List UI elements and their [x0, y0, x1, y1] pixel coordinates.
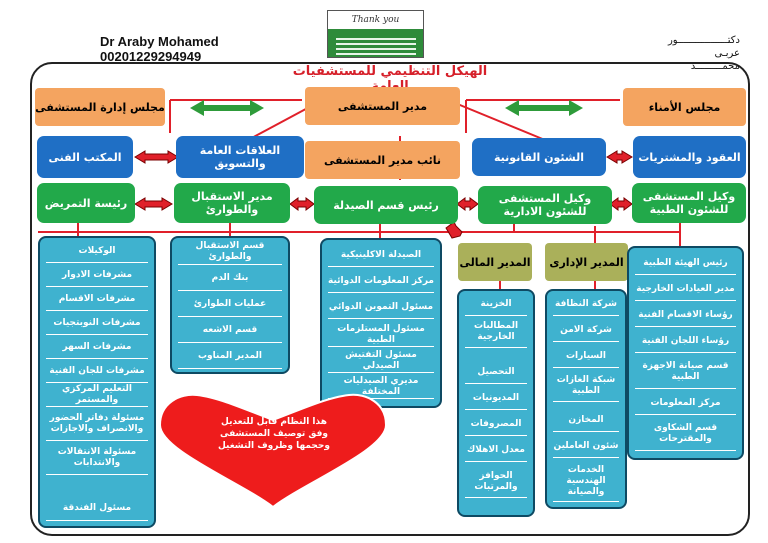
- pharmacy-head-label: رئيس قسم الصيدلة: [333, 198, 439, 212]
- list-item: الحوافز والمرتبات: [465, 467, 527, 498]
- author-phone: 00201229294949: [100, 49, 202, 64]
- legal-affairs-label: الشئون القانونية: [494, 150, 584, 164]
- pharmacy-column: الصيدلة الاكلينيكية مركز المعلومات الدوا…: [320, 238, 442, 408]
- hospital-board-box: مجلس إدارة المستشفى: [35, 88, 165, 126]
- chart-frame: [30, 62, 750, 536]
- card-heading: Thank you: [328, 11, 423, 29]
- admin-deputy-box: وكيل المستشفى للشئون الادارية: [478, 186, 612, 224]
- list-item: معدل الاهلاك: [465, 439, 527, 462]
- medical-deputy-label: وكيل المستشفى للشئون الطبية: [642, 190, 736, 216]
- head-nurse-box: رئيسة التمريض: [37, 183, 135, 223]
- signature-line-2: عربـى محمـــــــــد: [690, 48, 740, 72]
- finance-column: الخزينة المطالبات الخارجية التحصيل المدي…: [457, 289, 535, 517]
- list-item: مديري الصيدليات المختلفة: [328, 376, 434, 399]
- trustees-board-label: مجلس الأمناء: [648, 100, 721, 114]
- list-item: الخزينة: [465, 293, 527, 316]
- signature-block: دكتـــــــــــــــــور عربـى محمــــــــ…: [667, 34, 740, 73]
- list-item: مشرفات النوبتجيات: [46, 312, 148, 335]
- list-item: مسئول المستلزمات الطبية: [328, 324, 434, 347]
- list-item: شركة الامن: [553, 319, 619, 342]
- list-item: عمليات الطوارئ: [178, 292, 282, 317]
- trustees-board-box: مجلس الأمناء: [623, 88, 746, 126]
- list-item: مشرفات الاقسام: [46, 288, 148, 311]
- heart-note: هذا النظام قابل للتعديل وفق توصيف المستش…: [218, 417, 330, 451]
- card-lines: [336, 35, 416, 58]
- list-item: مركز المعلومات: [635, 392, 736, 415]
- nursing-column: الوكيلات مشرفات الادوار مشرفات الاقسام م…: [38, 236, 156, 528]
- list-item: رئيس الهيئة الطبية: [635, 252, 736, 275]
- list-item: قسم الاشعه: [178, 318, 282, 343]
- hospital-director-box: مدير المستشفى: [305, 87, 460, 125]
- public-relations-label: العلاقات العامة والتسويق: [199, 144, 281, 170]
- list-item: بنك الدم: [178, 266, 282, 291]
- list-item: قسم الشكاوى والمقترحات: [635, 418, 736, 451]
- hospital-director-label: مدير المستشفى: [337, 99, 428, 113]
- contracts-label: العقود والمشتريات: [638, 150, 741, 164]
- medical-column: رئيس الهيئة الطبية مدير العيادات الخارجي…: [627, 246, 744, 460]
- admin-column: شركة النظافة شركة الامن السيارات شبكة ال…: [545, 289, 627, 509]
- list-item: السيارات: [553, 345, 619, 368]
- list-item: رؤساء الاقسام الفنية: [635, 304, 736, 327]
- reception-director-label: مدير الاستقبال والطوارئ: [191, 190, 273, 216]
- list-item: مدير العيادات الخارجية: [635, 278, 736, 301]
- admin-deputy-label: وكيل المستشفى للشئون الادارية: [498, 192, 592, 218]
- list-item: المخازن: [553, 409, 619, 432]
- list-item: شركة النظافة: [553, 293, 619, 316]
- list-item: رؤساء اللجان الفنية: [635, 330, 736, 353]
- thank-you-card: Thank you: [327, 10, 424, 58]
- deputy-director-label: نائب مدير المستشفى: [323, 153, 442, 167]
- financial-director-label: المدير المالى: [459, 255, 531, 269]
- list-item: المطالبات الخارجية: [465, 317, 527, 348]
- list-item: الوكيلات: [46, 240, 148, 263]
- administrative-director-box: المدير الإدارى: [545, 243, 628, 281]
- reception-director-box: مدير الاستقبال والطوارئ: [174, 183, 290, 223]
- author-block: Dr Araby Mohamed 00201229294949: [100, 34, 219, 64]
- list-item: شبكة الغازات الطبية: [553, 371, 619, 402]
- medical-deputy-box: وكيل المستشفى للشئون الطبية: [632, 183, 746, 223]
- deputy-director-box: نائب مدير المستشفى: [305, 141, 460, 179]
- list-item: مشرفات السهر: [46, 336, 148, 359]
- list-item: الخدمات الهندسية والصيانة: [553, 461, 619, 502]
- public-relations-box: العلاقات العامة والتسويق: [176, 136, 304, 178]
- head-nurse-label: رئيسة التمريض: [44, 196, 128, 210]
- list-item: مسئول التفتيش الصيدلي: [328, 350, 434, 373]
- legal-affairs-box: الشئون القانونية: [472, 138, 606, 176]
- signature-line-1: دكتـــــــــــــــــور: [667, 35, 740, 46]
- list-item: المصروفات: [465, 413, 527, 436]
- list-item: المديونيات: [465, 387, 527, 410]
- list-item: التحصيل: [465, 361, 527, 384]
- list-item: مسئول التموين الدوائي: [328, 296, 434, 319]
- pharmacy-head-box: رئيس قسم الصيدلة: [314, 186, 458, 224]
- technical-office-label: المكتب الفنى: [48, 150, 122, 164]
- administrative-director-label: المدير الإدارى: [549, 255, 624, 269]
- list-item: مسئول الفندقة: [46, 496, 148, 521]
- list-item: مركز المعلومات الدوائية: [328, 270, 434, 293]
- list-item: مسئولة دفاتر الحضور والانصراف والاجازات: [46, 408, 148, 441]
- author-name: Dr Araby Mohamed: [100, 34, 219, 49]
- list-item: قسم الاستقبال والطوارئ: [178, 240, 282, 265]
- list-item: شئون العاملين: [553, 435, 619, 458]
- list-item: مشرفات للجان الفنية: [46, 360, 148, 383]
- list-item: قسم صيانة الاجهزة الطبية: [635, 356, 736, 389]
- list-item: الصيدلة الاكلينيكية: [328, 244, 434, 267]
- hospital-board-label: مجلس إدارة المستشفى: [35, 100, 165, 114]
- list-item: مشرفات الادوار: [46, 264, 148, 287]
- list-item: مسئولة الانتقالات والانتدابات: [46, 442, 148, 475]
- list-item: التعليم المركزي والمستمر: [46, 384, 148, 407]
- list-item: المدير المناوب: [178, 344, 282, 369]
- reception-column: قسم الاستقبال والطوارئ بنك الدم عمليات ا…: [170, 236, 290, 374]
- contracts-box: العقود والمشتريات: [633, 136, 746, 178]
- technical-office-box: المكتب الفنى: [37, 136, 133, 178]
- financial-director-box: المدير المالى: [458, 243, 532, 281]
